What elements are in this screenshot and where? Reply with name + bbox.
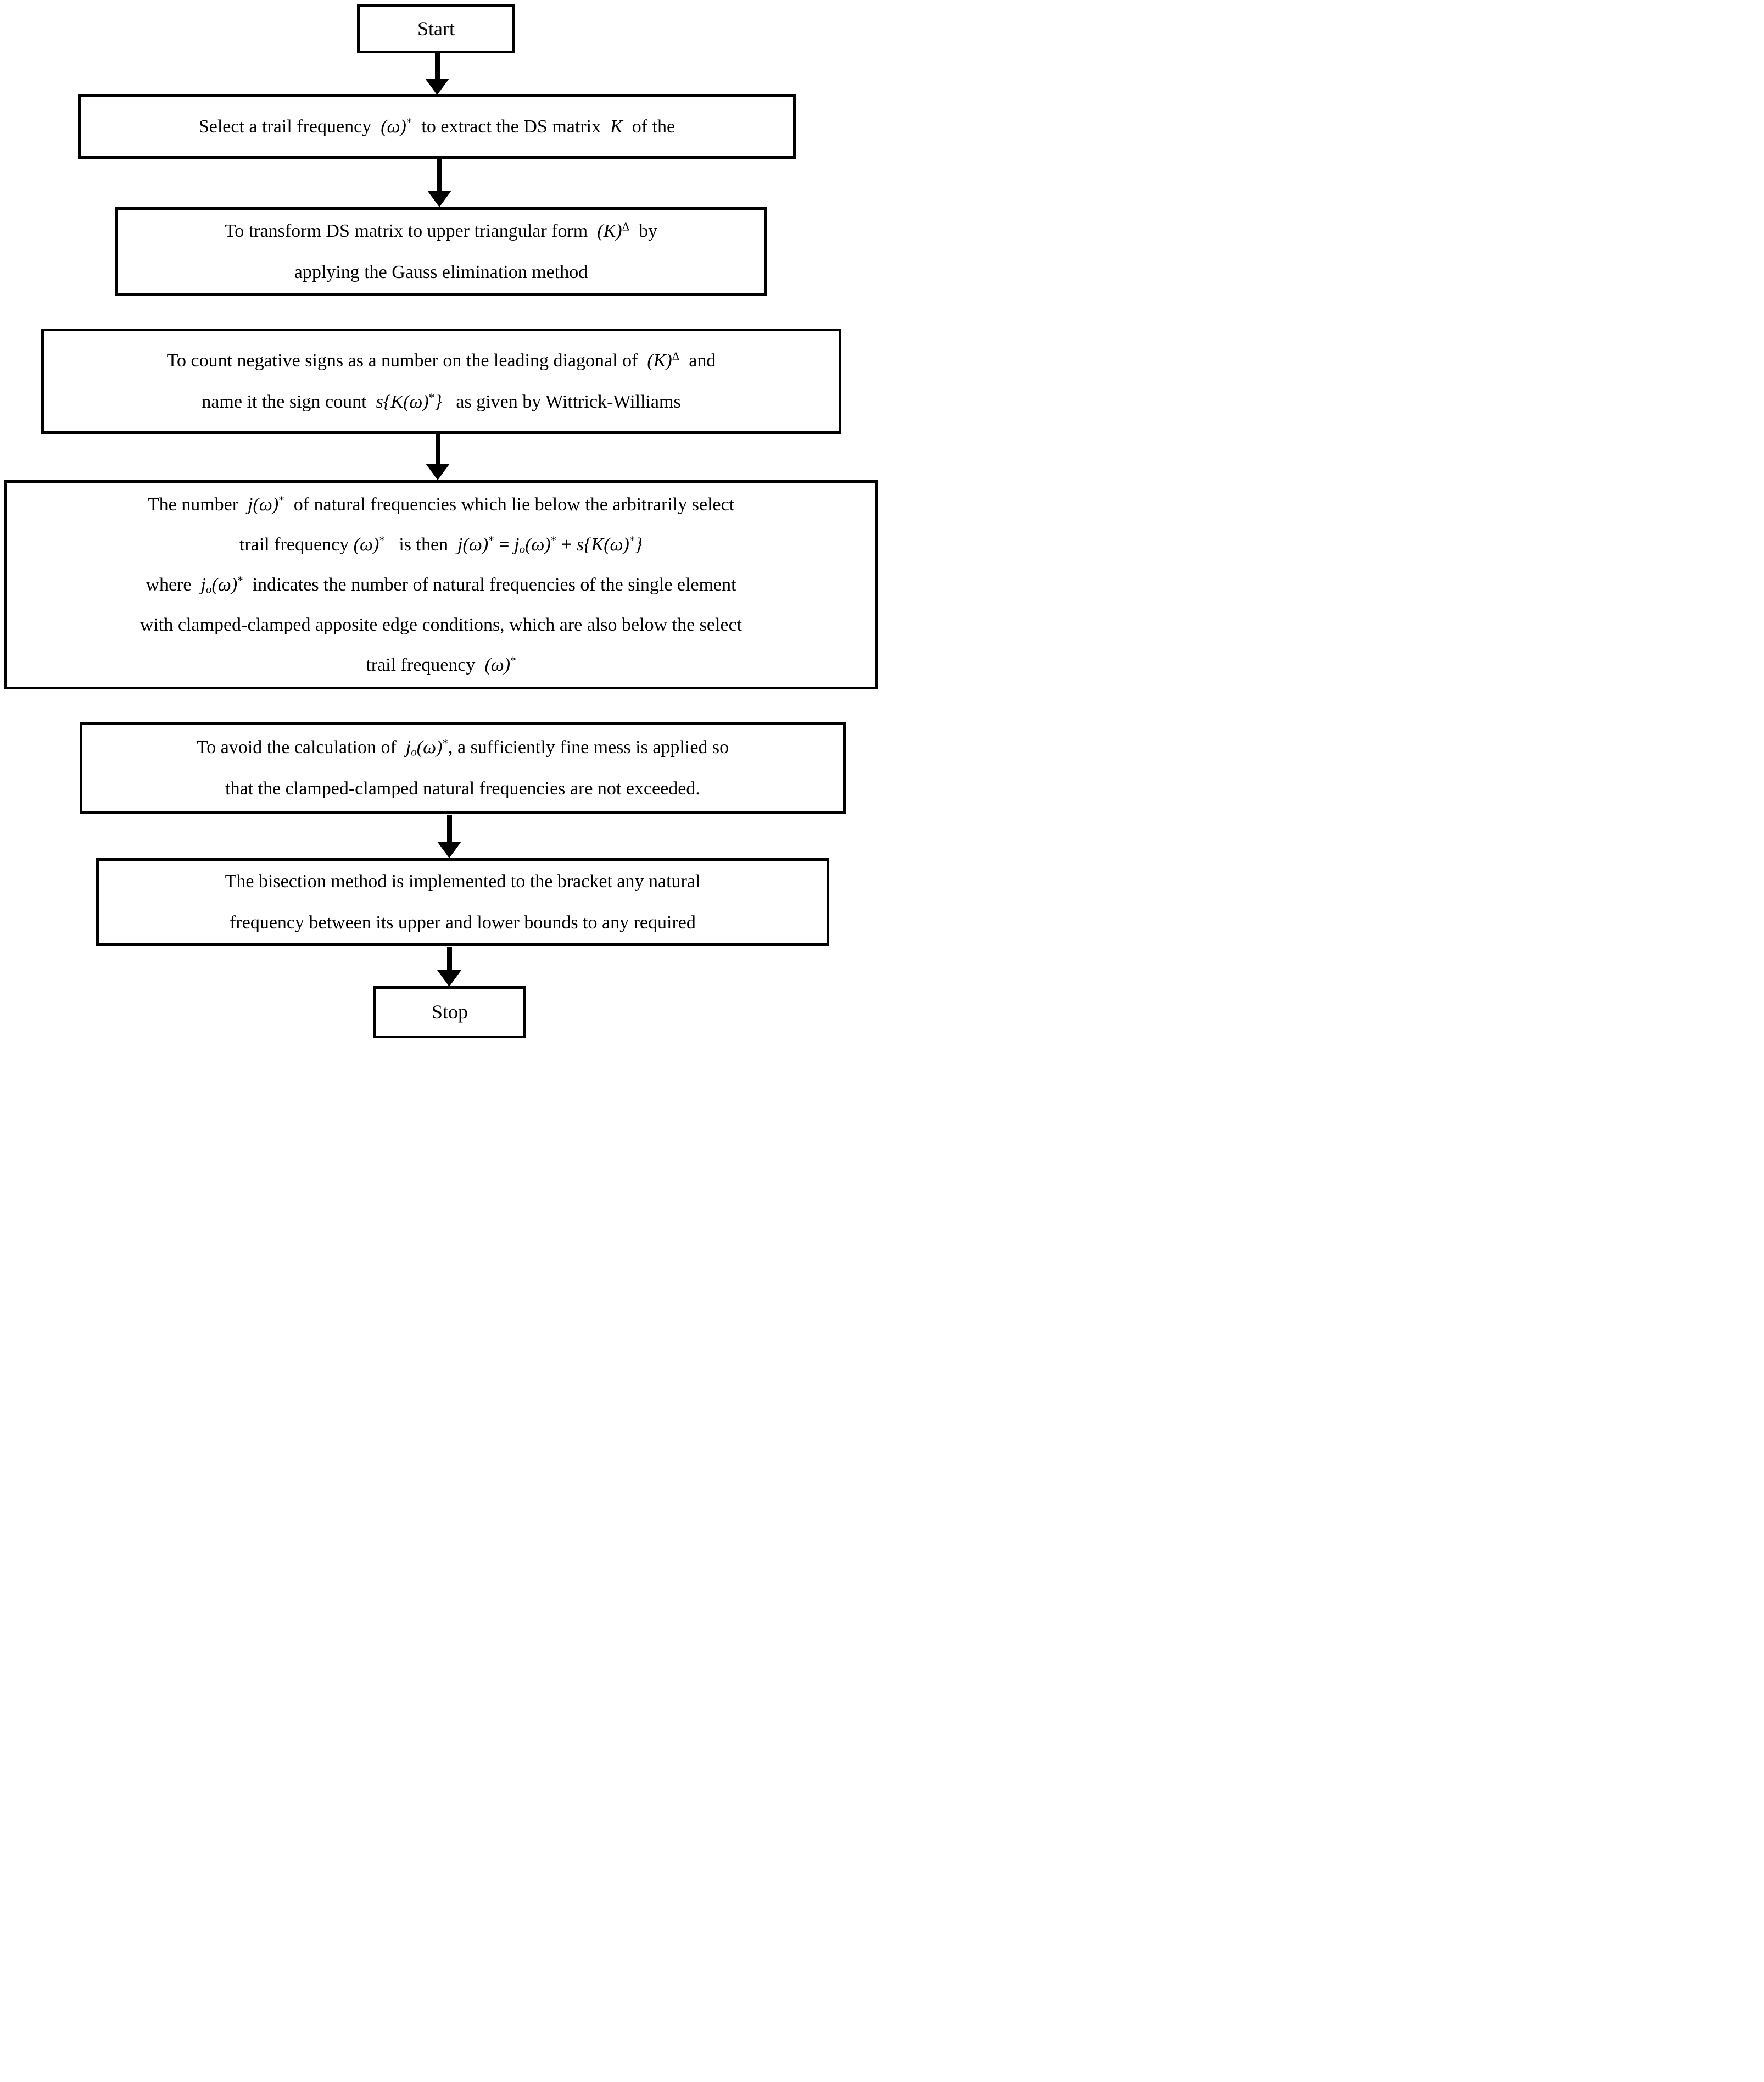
node-start: Start [357,4,515,53]
flowchart-canvas: Start Select a trail frequency (ω)* to e… [0,0,882,1041]
node-frequency-number: The number j(ω)* of natural frequencies … [4,480,878,689]
arrow-shaft [447,947,452,971]
node-avoid-calculation: To avoid the calculation of jo(ω)*, a su… [80,722,846,814]
node-count-signs: To count negative signs as a number on t… [41,329,841,434]
node-select-frequency: Select a trail frequency (ω)* to extract… [78,94,796,159]
arrow-shaft [447,815,452,843]
arrowhead-icon [426,464,450,480]
node-bisection-text: The bisection method is implemented to t… [225,871,701,933]
node-transform-matrix: To transform DS matrix to upper triangul… [115,207,767,296]
node-start-label: Start [417,17,455,40]
node-stop: Stop [373,986,526,1038]
arrowhead-icon [437,970,461,987]
node-transform-matrix-text: To transform DS matrix to upper triangul… [224,220,658,282]
node-select-frequency-text: Select a trail frequency (ω)* to extract… [198,115,676,137]
node-count-signs-text: To count negative signs as a number on t… [166,349,716,412]
arrowhead-icon [425,79,449,95]
node-bisection: The bisection method is implemented to t… [96,858,829,946]
arrowhead-icon [427,191,451,207]
arrowhead-icon [437,842,461,858]
node-frequency-number-text: The number j(ω)* of natural frequencies … [139,493,743,675]
node-avoid-calculation-text: To avoid the calculation of jo(ω)*, a su… [196,736,729,799]
node-stop-label: Stop [431,1001,468,1023]
arrow-shaft [437,159,442,192]
arrow-shaft [436,434,440,465]
arrow-shaft [435,53,440,80]
